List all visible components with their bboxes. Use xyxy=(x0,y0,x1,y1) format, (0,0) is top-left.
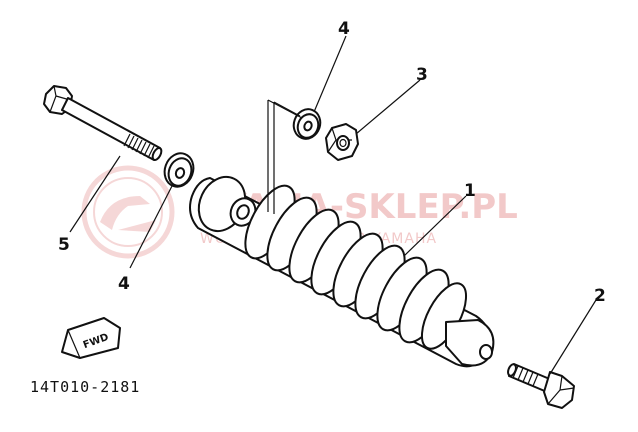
callout-shock-absorber: 1 xyxy=(464,181,476,201)
callout-nut: 3 xyxy=(416,65,428,85)
assembly-lines xyxy=(267,99,303,214)
diagram-part-code: 14T010-2181 xyxy=(30,378,140,396)
bolt-lower-part xyxy=(507,363,575,409)
callout-bolt-upper: 5 xyxy=(58,235,70,255)
bolt-upper-part xyxy=(43,85,163,161)
leader-lines xyxy=(69,35,597,375)
washer-left-part xyxy=(163,152,195,188)
callout-washer-left: 4 xyxy=(118,274,130,294)
washer-top-part xyxy=(292,108,322,140)
spring-coils xyxy=(244,184,468,350)
nut-part xyxy=(325,123,359,161)
callout-bolt-lower: 2 xyxy=(594,286,606,306)
fwd-arrow-icon: FWD xyxy=(61,317,121,359)
watermark-logo-icon xyxy=(81,165,175,259)
shock-absorber-part xyxy=(189,175,495,368)
callout-washer-top: 4 xyxy=(338,19,350,39)
